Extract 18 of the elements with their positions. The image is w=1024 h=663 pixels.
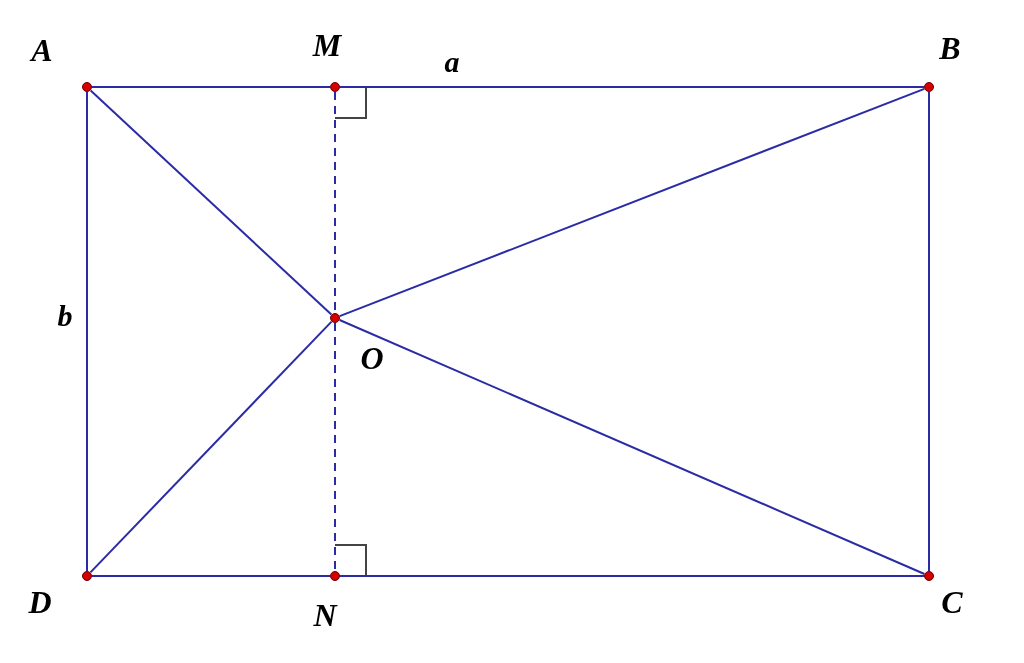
dashed-segment: [334, 322, 336, 572]
line-segment: [339, 575, 925, 577]
line-segment: [339, 86, 925, 88]
point-label: C: [941, 586, 963, 618]
line-segment: [89, 89, 333, 316]
line-segment: [86, 91, 88, 572]
point-label: N: [313, 599, 337, 631]
line-segment: [91, 575, 331, 577]
point-label: A: [31, 34, 53, 66]
point-label: O: [360, 342, 384, 374]
line-segment: [338, 319, 926, 575]
point-label: D: [28, 586, 52, 618]
line-segment: [338, 87, 926, 318]
point-label: B: [939, 32, 961, 64]
line-segment: [928, 91, 930, 572]
line-segment: [89, 320, 333, 574]
point-label: M: [312, 29, 342, 61]
line-segment: [91, 86, 331, 88]
